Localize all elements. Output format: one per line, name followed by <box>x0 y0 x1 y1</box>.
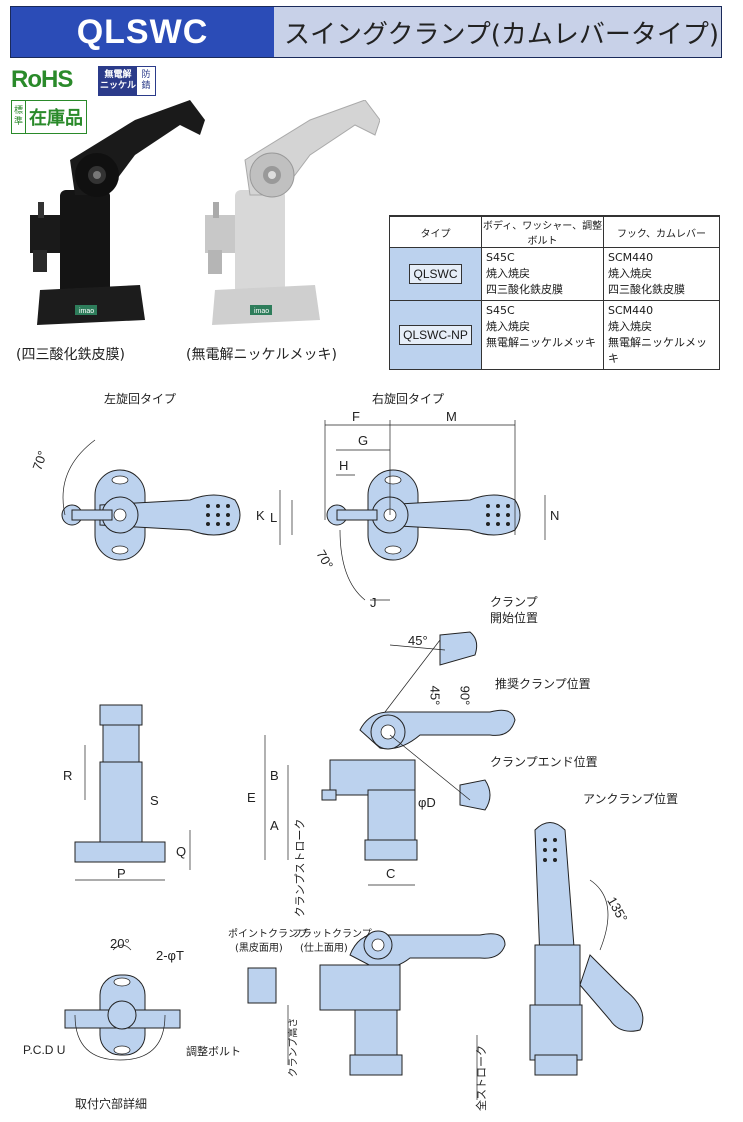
rust-line1: 防 <box>141 70 151 80</box>
dim-B: B <box>270 768 279 783</box>
silver-clamp-photo: imao <box>205 100 380 325</box>
body-finish: 無電解ニッケルメッキ <box>486 336 596 349</box>
dim-K: K <box>256 508 265 523</box>
nickel-line2: ニッケル <box>99 81 136 91</box>
stock-badge: 標準 在庫品 <box>11 100 87 134</box>
dim-L: L <box>270 510 278 525</box>
stock-small1: 標 <box>13 106 23 116</box>
nickel-badge: 無電解ニッケル 防錆 <box>98 66 156 96</box>
body-treatment: 焼入焼戻 <box>486 267 530 280</box>
stock-small2: 準 <box>13 117 23 127</box>
hook-material: SCM440 <box>608 251 654 264</box>
table-header-body: ボディ、ワッシャー、調整ボルト <box>481 215 604 248</box>
body-material: S45C <box>486 304 515 317</box>
brand-mark-silver: imao <box>254 308 269 315</box>
rust-line2: 錆 <box>141 81 151 91</box>
table-row: QLSWC-NP S45C 焼入焼戻 無電解ニッケルメッキ SCM440 焼入焼… <box>389 300 720 370</box>
dim-pcd: P.C.D U <box>23 1043 66 1057</box>
dim-R: R <box>63 768 73 783</box>
nickel-line1: 無電解 <box>104 70 132 80</box>
hook-finish: 四三酸化鉄皮膜 <box>608 283 685 296</box>
angle-90: 90° <box>457 685 473 706</box>
clamp-end-label: クランプエンド位置 <box>490 755 598 769</box>
adjust-bolt-label: 調整ボルト <box>186 1045 241 1058</box>
body-material: S45C <box>486 251 515 264</box>
black-photo-caption: (四三酸化鉄皮膜) <box>16 347 125 363</box>
dim-H: H <box>339 458 349 473</box>
material-table: タイプ ボディ、ワッシャー、調整ボルト フック、カムレバー QLSWC S45C… <box>389 215 720 370</box>
hook-material: SCM440 <box>608 304 654 317</box>
angle-20: 20° <box>110 936 130 951</box>
dim-P: P <box>117 866 126 881</box>
title-banner: QLSWC スイングクランプ(カムレバータイプ) <box>10 6 722 58</box>
dim-Q: Q <box>176 844 187 859</box>
unclamp-label: アンクランプ位置 <box>583 792 679 806</box>
dim-C: C <box>386 866 396 881</box>
hook-treatment: 焼入焼戻 <box>608 267 652 280</box>
flat-clamp-label-2: (仕上面用) <box>300 943 348 954</box>
product-code: QLSWC <box>11 7 274 57</box>
right-top-lever <box>379 494 521 536</box>
dim-N: N <box>550 508 560 523</box>
dim-J: J <box>370 595 377 610</box>
table-header-hook: フック、カムレバー <box>603 215 720 248</box>
angle-45-a: 45° <box>408 633 428 648</box>
body-treatment: 焼入焼戻 <box>486 320 530 333</box>
unclamp-lever <box>534 822 576 961</box>
angle-45-b: 45° <box>427 685 443 706</box>
dim-G: G <box>358 433 369 448</box>
dim-M: M <box>446 409 457 424</box>
right-rotation-label: 右旋回タイプ <box>372 392 445 406</box>
body-finish: 四三酸化鉄皮膜 <box>486 283 563 296</box>
front-base <box>74 841 166 863</box>
dim-E: E <box>247 790 256 805</box>
dim-S: S <box>150 793 159 808</box>
table-header-type: タイプ <box>389 215 482 248</box>
type-cell: QLSWC-NP <box>399 325 472 345</box>
dim-A: A <box>270 818 279 833</box>
clamp-open-label-1: クランプ <box>490 595 538 609</box>
dim-phiD: φD <box>418 795 436 810</box>
brand-mark-black: imao <box>79 308 94 315</box>
stock-main: 在庫品 <box>29 108 83 129</box>
rohs-badge: RoHS <box>11 66 73 93</box>
recommended-clamp-label: 推奨クランプ位置 <box>495 677 591 691</box>
clamp-stroke-label: クランプストローク <box>293 818 307 918</box>
side-body <box>329 759 416 796</box>
mount-detail-label: 取付穴部詳細 <box>75 1097 148 1111</box>
black-clamp-photo: imao <box>30 100 205 325</box>
point-clamp-label-2: (黒皮面用) <box>235 943 283 954</box>
clamp-open-label-2: 開始位置 <box>490 611 539 625</box>
dim-F: F <box>352 409 360 424</box>
clamp-height-label: クランプ高さ <box>288 1017 300 1078</box>
dim-2phiT: 2-φT <box>156 948 184 963</box>
left-rotation-label: 左旋回タイプ <box>104 392 177 406</box>
hook-treatment: 焼入焼戻 <box>608 320 652 333</box>
flat-clamp-label-1: フラットクランプ <box>292 929 372 940</box>
hook-finish: 無電解ニッケルメッキ <box>608 336 707 365</box>
product-title: スイングクランプ(カムレバータイプ) <box>274 7 721 57</box>
type-cell: QLSWC <box>409 264 462 284</box>
silver-photo-caption: (無電解ニッケルメッキ) <box>186 347 337 363</box>
table-row: QLSWC S45C 焼入焼戻 四三酸化鉄皮膜 SCM440 焼入焼戻 四三酸化… <box>389 247 720 301</box>
full-stroke-label: 全ストローク <box>475 1045 488 1111</box>
point-clamp-label-1: ポイントクランプ <box>228 929 308 940</box>
